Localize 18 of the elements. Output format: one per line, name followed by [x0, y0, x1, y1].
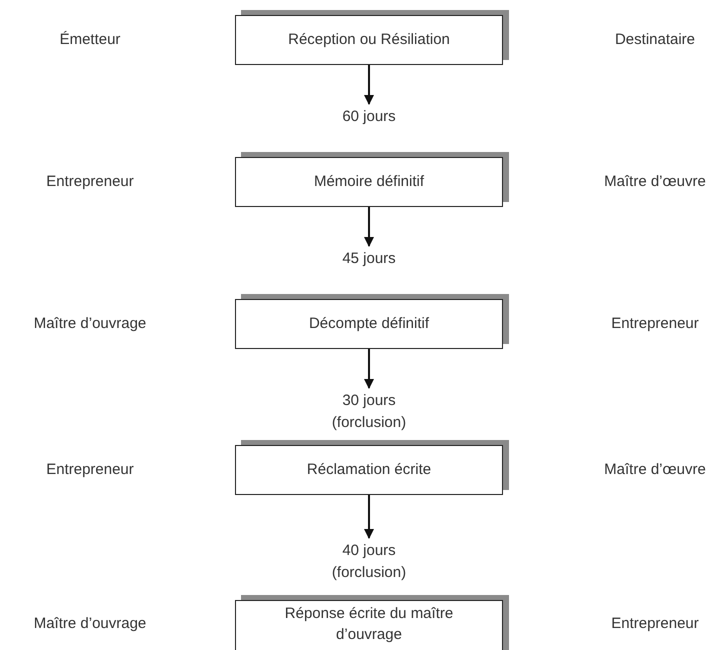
arrow — [364, 495, 374, 539]
column-header: Destinataire — [614, 30, 696, 50]
party-label: Entrepreneur — [46, 172, 134, 192]
arrow — [364, 207, 374, 247]
party-label: Maître d’ouvrage — [34, 614, 146, 634]
duration-label: 40 jours (forclusion) — [324, 540, 414, 584]
arrow — [364, 349, 374, 389]
party-label: Maître d’œuvre — [604, 460, 706, 480]
duration-label: 45 jours — [324, 248, 414, 270]
arrow — [364, 65, 374, 105]
party-label: Maître d’ouvrage — [34, 314, 146, 334]
party-label: Entrepreneur — [611, 314, 699, 334]
duration-label: 30 jours (forclusion) — [324, 390, 414, 434]
duration-label: 60 jours — [324, 106, 414, 128]
party-label: Maître d’œuvre — [604, 172, 706, 192]
column-header: Émetteur — [60, 30, 120, 50]
party-label: Entrepreneur — [46, 460, 134, 480]
party-label: Entrepreneur — [611, 614, 699, 634]
